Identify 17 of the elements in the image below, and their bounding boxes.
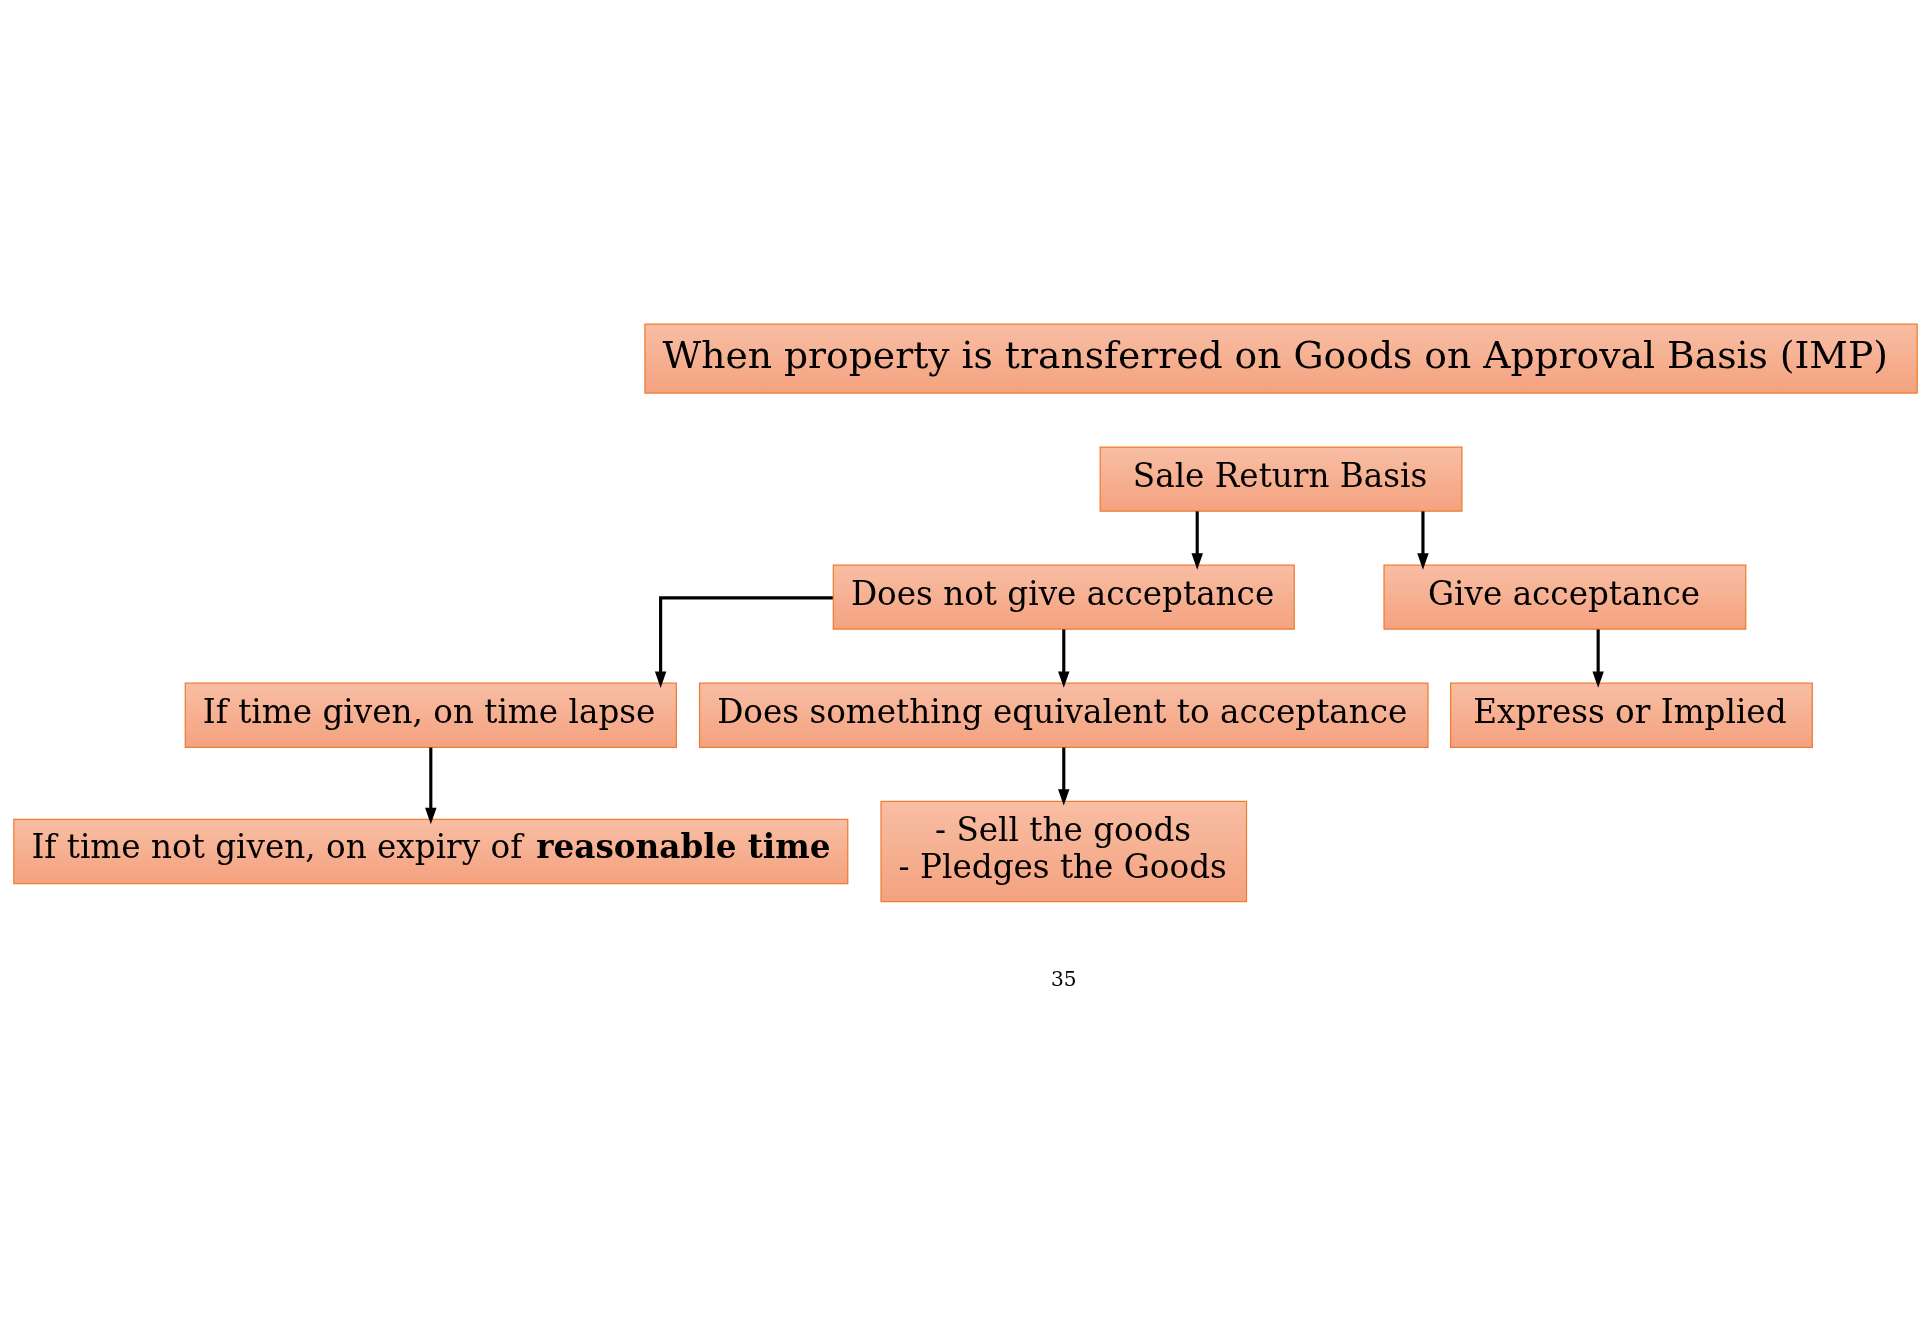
- node-box: When property is transferred on Goods on Approval Basis (IMP): [644, 322, 1918, 394]
- node-box: Does something equivalent to acceptance: [698, 682, 1429, 748]
- arrow: [1191, 510, 1203, 570]
- arrow: [1058, 628, 1070, 688]
- node-box: If time not given, on expiry of reasonable time: [13, 818, 849, 884]
- node-box: If time given, on time lapse: [184, 682, 677, 748]
- arrow: [654, 595, 833, 688]
- arrow: [1592, 628, 1604, 688]
- arrow: [1417, 510, 1429, 570]
- arrow: [1058, 747, 1070, 806]
- label: 35: [1050, 966, 1077, 991]
- arrow: [425, 747, 437, 824]
- node-box: - Sell the goods - Pledges the Goods: [880, 800, 1248, 902]
- node-box: Give acceptance: [1383, 564, 1747, 630]
- node-box: Does not give acceptance: [832, 564, 1295, 630]
- node-box: Express or Implied: [1449, 682, 1813, 748]
- node-box: Sale Return Basis: [1099, 445, 1463, 512]
